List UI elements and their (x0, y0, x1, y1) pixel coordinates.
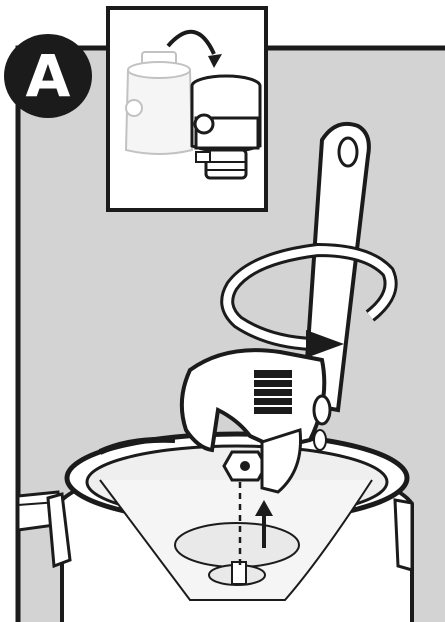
wrench-worm-gear (254, 370, 292, 414)
disposer-flip-inset (108, 8, 266, 210)
step-letter-badge: A (4, 34, 92, 118)
ghost-disposer (126, 52, 192, 154)
step-letter: A (26, 47, 71, 105)
